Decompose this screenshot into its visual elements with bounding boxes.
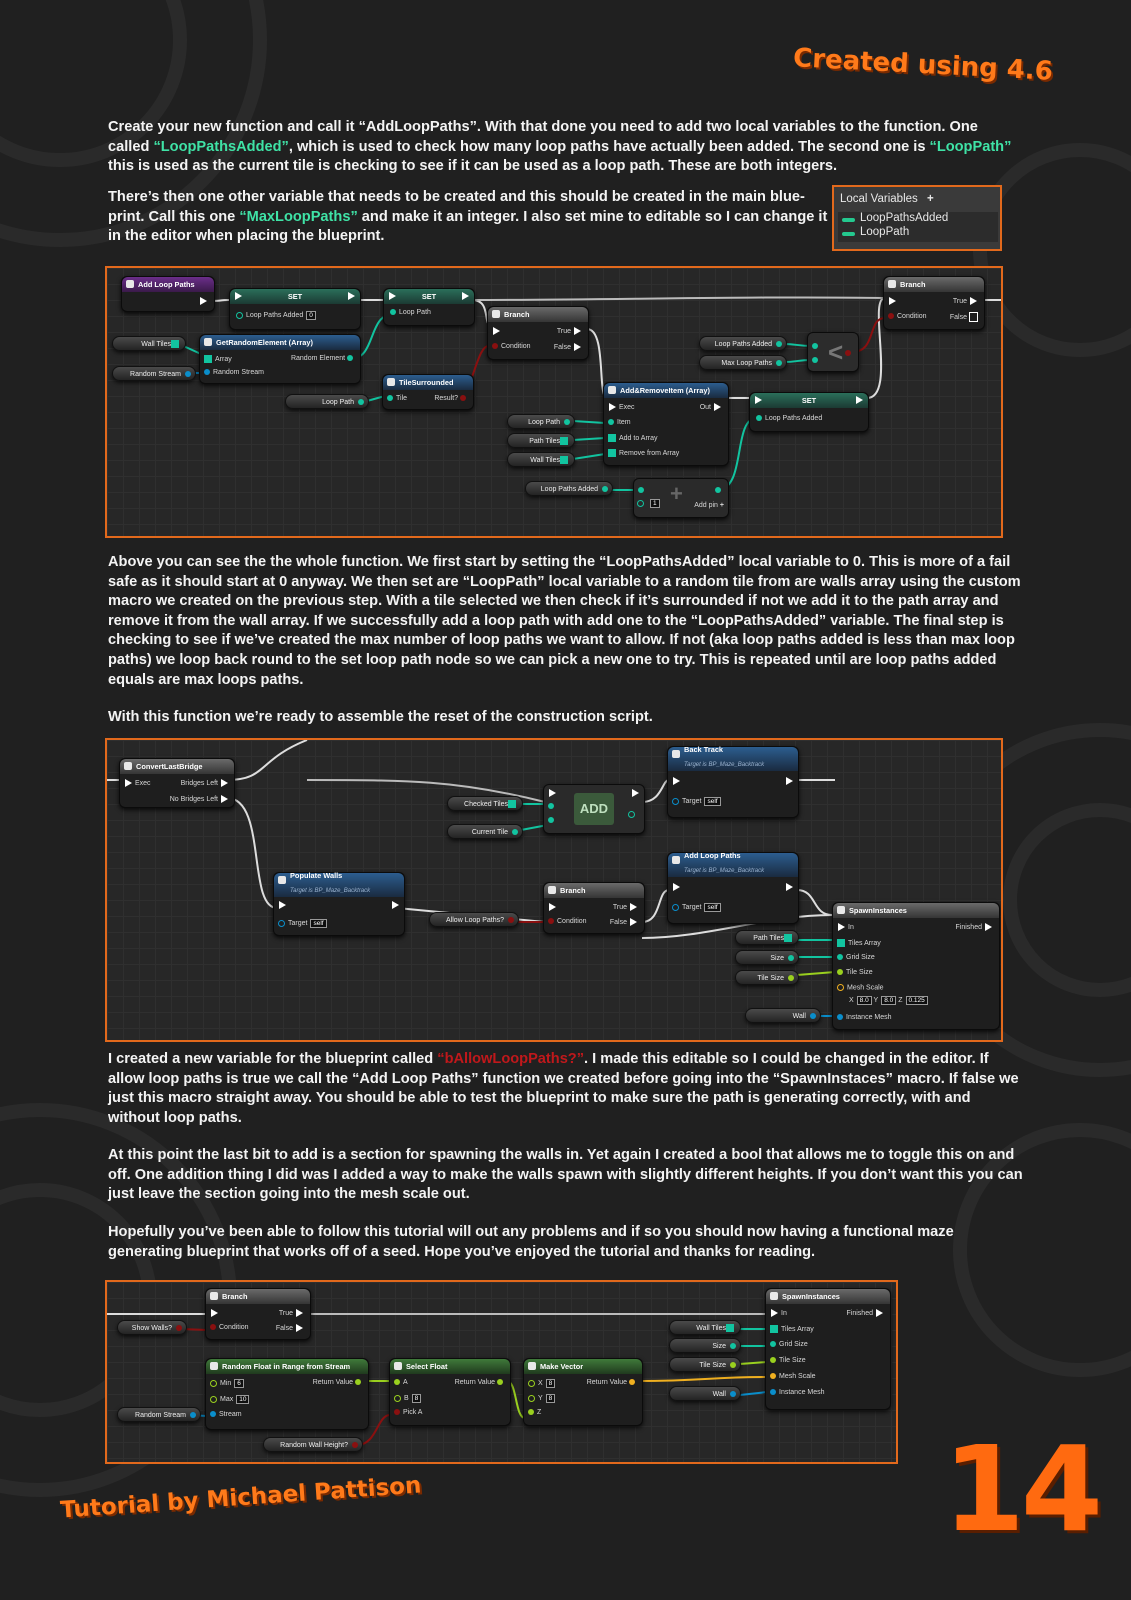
integer-pin[interactable]	[390, 309, 396, 316]
integer-type-icon	[842, 232, 855, 236]
variable-wall[interactable]: Wall	[745, 1008, 821, 1023]
macro-icon	[770, 1292, 778, 1300]
highlight-max-loop-paths: “MaxLoopPaths”	[239, 208, 358, 225]
set-loop-path-node[interactable]: SET Loop Path	[383, 288, 475, 326]
variable-wall[interactable]: Wall	[669, 1386, 741, 1401]
variable-loop-path[interactable]: Loop Path	[285, 394, 369, 409]
variable-path-tiles[interactable]: Path Tiles	[507, 433, 575, 448]
add-pin-icon[interactable]: +	[719, 502, 724, 509]
variable-tile-size[interactable]: Tile Size	[735, 970, 799, 985]
function-icon	[672, 750, 680, 758]
branch-icon	[492, 310, 500, 318]
page-number: 14	[942, 1420, 1103, 1558]
exec-pin[interactable]	[200, 297, 207, 305]
variable-path-tiles[interactable]: Path Tiles	[735, 930, 799, 945]
variable-loop-path[interactable]: Loop Path	[507, 414, 575, 429]
set-loop-paths-added-node[interactable]: SET Loop Paths Added	[749, 392, 869, 432]
variable-allow-loop-paths[interactable]: Allow Loop Paths?	[429, 912, 519, 927]
variable-wall-tiles[interactable]: Wall Tiles	[112, 336, 186, 351]
variable-loop-paths-added[interactable]: Loop Paths Added	[699, 336, 787, 351]
spawn-instances-node[interactable]: SpawnInstances In Finished Tiles Array G…	[832, 902, 1000, 1030]
function-icon	[672, 856, 680, 864]
variable-tile-size[interactable]: Tile Size	[669, 1357, 741, 1372]
highlight-loop-path: “LoopPath”	[929, 138, 1012, 155]
function-entry-node[interactable]: Add Loop Paths	[121, 276, 215, 312]
local-variables-list	[838, 212, 998, 242]
add-remove-item-node[interactable]: Add&RemoveItem (Array) Exec Out Item Add…	[603, 382, 729, 466]
function-icon	[608, 386, 616, 394]
branch-node[interactable]: Branch True Condition False	[205, 1288, 311, 1340]
branch-node[interactable]: Branch True Condition False	[487, 306, 589, 360]
function-icon	[278, 876, 286, 884]
variable-size[interactable]: Size	[735, 950, 799, 965]
add-variable-icon[interactable]: +	[926, 193, 934, 205]
local-variables-panel: Local Variables + LoopPathsAdded LoopPat…	[832, 185, 1002, 251]
variable-max-loop-paths[interactable]: Max Loop Paths	[699, 355, 787, 370]
function-icon	[204, 338, 212, 346]
local-variable-item[interactable]: LoopPath	[860, 226, 910, 238]
highlight-loop-paths-added: “LoopPathsAdded”	[153, 138, 289, 155]
integer-type-icon	[842, 218, 855, 222]
less-than-node[interactable]: <	[807, 332, 859, 372]
exec-pin[interactable]	[348, 292, 355, 300]
local-variables-title: Local Variables +	[840, 193, 934, 205]
intro-paragraph-2: There’s then one other variable that nee…	[108, 189, 828, 245]
get-random-element-node[interactable]: GetRandomElement (Array) Array Random El…	[199, 334, 361, 384]
spawn-instances-node[interactable]: SpawnInstances In Finished Tiles Array G…	[765, 1288, 891, 1410]
spawn-walls-paragraph: At this point the last bit to add is a s…	[108, 1147, 1023, 1203]
intro-paragraph-1: Create your new function and call it “Ad…	[108, 119, 1012, 175]
variable-show-walls[interactable]: Show Walls?	[117, 1320, 187, 1335]
branch-node[interactable]: Branch True Condition False	[883, 276, 985, 330]
construction-script-paragraph: With this function we’re ready to assemb…	[108, 709, 653, 725]
closing-paragraph: Hopefully you’ve been able to follow thi…	[108, 1224, 954, 1260]
function-icon	[528, 1362, 536, 1370]
add-integer-node[interactable]: 1 + Add pin +	[633, 478, 729, 518]
blueprint-graph-spawn-walls: Branch True Condition False Show Walls? …	[105, 1280, 898, 1464]
variable-random-stream[interactable]: Random Stream	[112, 366, 196, 381]
variable-loop-paths-added[interactable]: Loop Paths Added	[525, 481, 613, 496]
variable-random-wall-height[interactable]: Random Wall Height?	[263, 1437, 363, 1452]
explanation-paragraph: Above you can see the the whole function…	[108, 554, 1021, 688]
local-variable-item[interactable]: LoopPathsAdded	[860, 212, 949, 224]
integer-pin[interactable]	[236, 311, 243, 319]
branch-node[interactable]: Branch True Condition False	[543, 882, 645, 934]
variable-wall-tiles[interactable]: Wall Tiles	[669, 1320, 741, 1335]
highlight-allow-loop-paths: “bAllowLoopPaths?”	[437, 1051, 585, 1067]
graph-wires	[107, 1313, 768, 1446]
add-array-node[interactable]: ADD	[543, 784, 645, 834]
blueprint-graph-construction-script: ConvertLastBridge Exec Bridges Left No B…	[105, 738, 1003, 1042]
function-icon	[394, 1362, 402, 1370]
variable-size[interactable]: Size	[669, 1338, 741, 1353]
macro-icon	[124, 762, 132, 770]
allow-loop-paths-paragraph: I created a new variable for the bluepri…	[108, 1051, 1019, 1126]
exec-pin[interactable]	[389, 292, 396, 300]
branch-icon	[888, 280, 896, 288]
convert-last-bridge-node[interactable]: ConvertLastBridge Exec Bridges Left No B…	[119, 758, 235, 808]
macro-icon	[837, 906, 845, 914]
function-icon	[387, 378, 395, 386]
branch-icon	[548, 886, 556, 894]
variable-random-stream[interactable]: Random Stream	[117, 1407, 201, 1422]
variable-wall-tiles[interactable]: Wall Tiles	[507, 452, 575, 467]
tile-surrounded-node[interactable]: TileSurrounded Tile Result?	[382, 374, 474, 410]
exec-pin[interactable]	[462, 292, 469, 300]
variable-current-tile[interactable]: Current Tile	[447, 824, 523, 839]
branch-icon	[210, 1292, 218, 1300]
function-icon	[210, 1362, 218, 1370]
exec-pin[interactable]	[235, 292, 242, 300]
plus-icon: +	[670, 481, 683, 506]
variable-checked-tiles[interactable]: Checked Tiles	[447, 796, 523, 811]
function-icon	[126, 280, 134, 288]
